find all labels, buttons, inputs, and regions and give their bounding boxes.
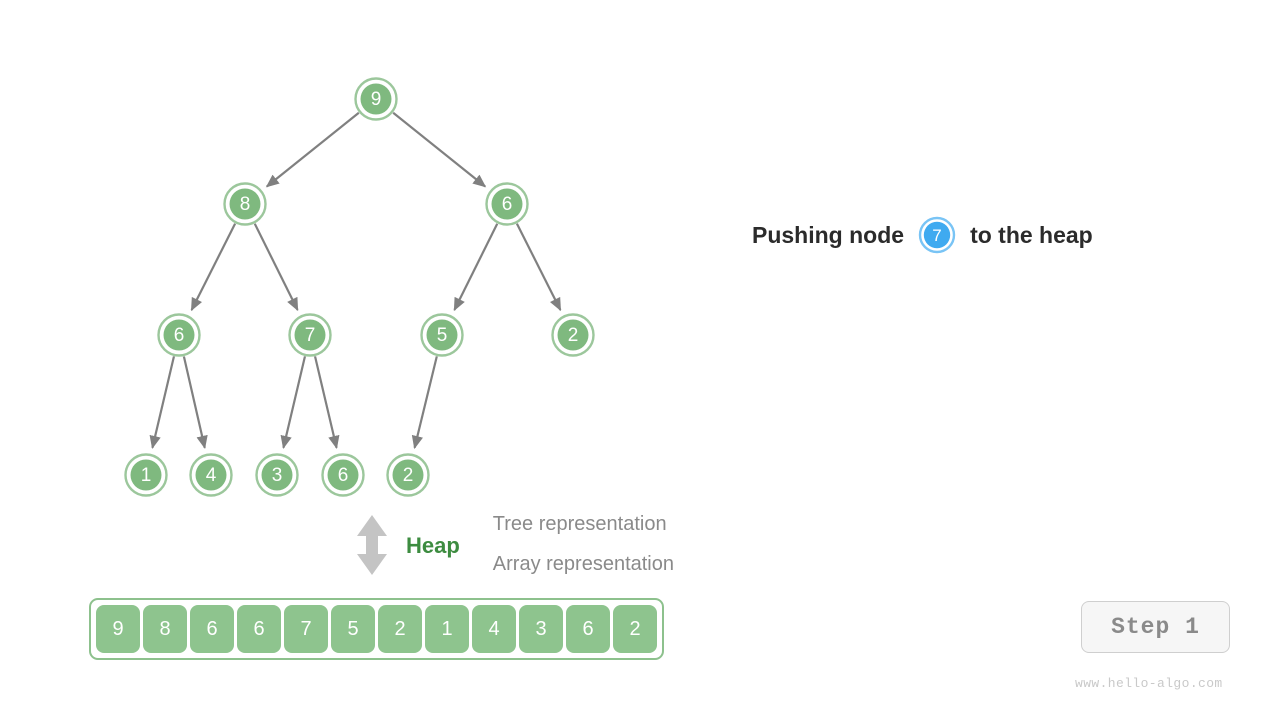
tree-edge-group	[149, 111, 562, 450]
tree-node-label: 1	[141, 465, 152, 486]
tree-node-label: 3	[272, 465, 283, 486]
tree-node-label: 2	[568, 325, 579, 346]
array-cell: 2	[613, 605, 657, 653]
array-cell: 8	[143, 605, 187, 653]
tree-node-label: 6	[174, 325, 185, 346]
tree-node-disc	[163, 319, 195, 351]
tree-node-disc	[229, 188, 261, 220]
tree-node-ring	[386, 453, 430, 497]
tree-edge	[253, 223, 299, 312]
tree-edge	[392, 111, 487, 188]
array-cell: 6	[190, 605, 234, 653]
tree-node: 8	[223, 182, 267, 226]
tree-node-label: 7	[305, 325, 316, 346]
highlight-node-7: 7	[918, 216, 956, 254]
tree-node: 6	[157, 313, 201, 357]
tree-node-ring	[189, 453, 233, 497]
tree-node-ring	[288, 313, 332, 357]
tree-edge	[265, 111, 360, 188]
tree-node-ring	[124, 453, 168, 497]
representation-labels: Tree representation Array representation	[493, 514, 674, 574]
tree-node: 7	[288, 313, 332, 357]
tree-node-disc	[294, 319, 326, 351]
tree-node: 6	[321, 453, 365, 497]
tree-node-label: 8	[240, 194, 251, 215]
tree-node-ring	[551, 313, 595, 357]
tree-node-disc	[557, 319, 589, 351]
tree-node-ring	[485, 182, 529, 226]
up-down-arrow-icon	[357, 515, 387, 575]
tree-node-ring	[354, 77, 398, 121]
tree-node: 6	[485, 182, 529, 226]
highlight-node-label: 7	[932, 226, 941, 245]
array-cell: 7	[284, 605, 328, 653]
tree-node-label: 5	[437, 325, 448, 346]
array-cell: 9	[96, 605, 140, 653]
array-cell: 4	[472, 605, 516, 653]
tree-node-disc	[392, 459, 424, 491]
array-cell: 2	[378, 605, 422, 653]
tree-edge	[149, 356, 176, 450]
tree-edge	[190, 223, 237, 312]
tree-node: 3	[255, 453, 299, 497]
tree-edge	[515, 223, 562, 312]
tree-node-disc	[360, 83, 392, 115]
tree-edge	[313, 356, 340, 450]
array-cell: 5	[331, 605, 375, 653]
step-badge: Step 1	[1081, 601, 1230, 653]
array-cell: 6	[566, 605, 610, 653]
array-cell: 1	[425, 605, 469, 653]
heap-label: Heap	[406, 533, 460, 558]
tree-node-label: 9	[371, 89, 382, 110]
representation-legend: Heap Tree representation Array represent…	[352, 512, 674, 578]
tree-node: 5	[420, 313, 464, 357]
tree-node-ring	[255, 453, 299, 497]
tree-node-disc	[195, 459, 227, 491]
tree-edge	[453, 223, 499, 312]
tree-node-label: 4	[206, 465, 217, 486]
heap-tree-diagram: 9 8 6 6 7 5 2 1 4 3 6 2	[124, 77, 595, 497]
tree-edge	[411, 356, 438, 450]
caption-suffix: to the heap	[970, 221, 1093, 248]
tree-node: 1	[124, 453, 168, 497]
tree-node: 9	[354, 77, 398, 121]
watermark: www.hello-algo.com	[1075, 676, 1223, 691]
tree-node: 2	[551, 313, 595, 357]
tree-node-disc	[491, 188, 523, 220]
tree-node-ring	[420, 313, 464, 357]
tree-edge	[182, 356, 208, 449]
tree-node-ring	[223, 182, 267, 226]
caption-prefix: Pushing node	[752, 221, 905, 248]
tree-edge	[280, 356, 307, 450]
array-cell: 6	[237, 605, 281, 653]
caption-banner: Pushing node 7 to the heap	[752, 216, 1093, 254]
array-representation-label: Array representation	[492, 553, 674, 575]
tree-node-ring	[157, 313, 201, 357]
array-cell: 3	[519, 605, 563, 653]
tree-node-group: 9 8 6 6 7 5 2 1 4 3 6 2	[124, 77, 595, 497]
tree-node-disc	[130, 459, 162, 491]
tree-node-disc	[261, 459, 293, 491]
tree-node-label: 2	[403, 465, 414, 486]
tree-node-disc	[327, 459, 359, 491]
tree-node-disc	[426, 319, 458, 351]
tree-node-label: 6	[338, 465, 349, 486]
step-label: Step 1	[1111, 614, 1200, 640]
tree-node: 2	[386, 453, 430, 497]
tree-node: 4	[189, 453, 233, 497]
tree-node-ring	[321, 453, 365, 497]
tree-representation-label: Tree representation	[492, 513, 667, 535]
tree-node-label: 6	[502, 194, 513, 215]
